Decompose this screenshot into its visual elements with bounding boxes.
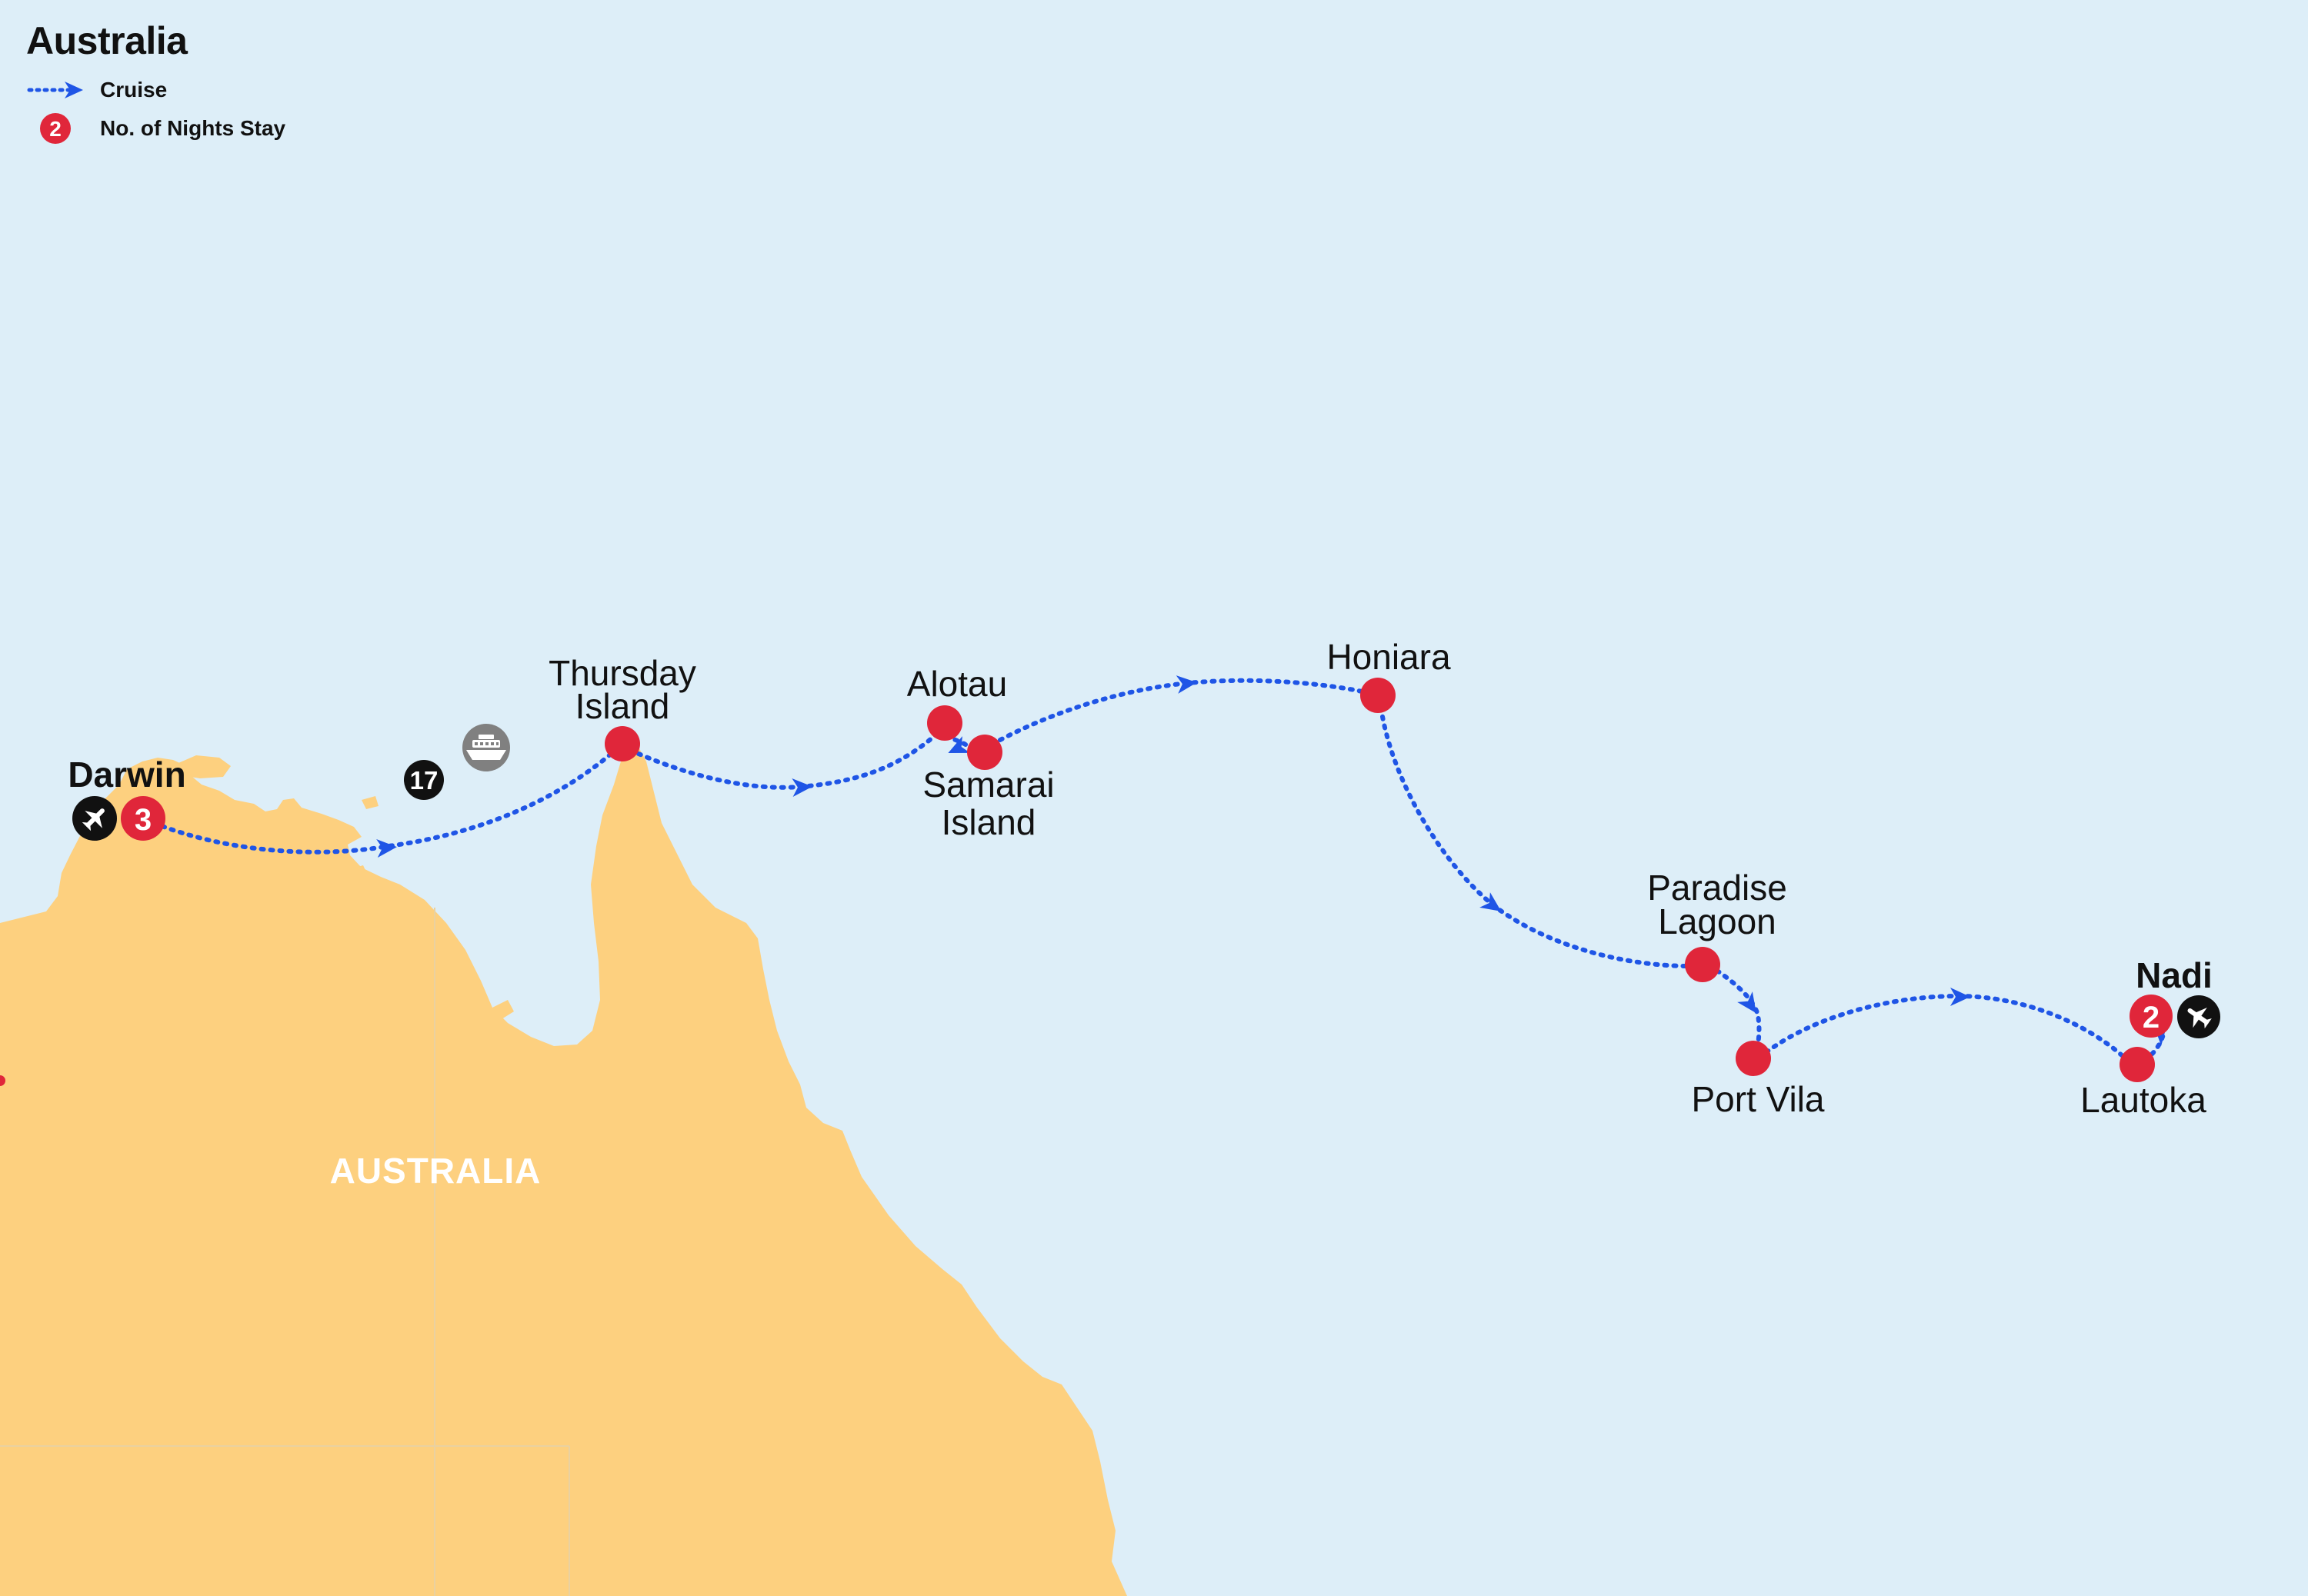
place-lautoka[interactable]: Lautoka	[2080, 1047, 2206, 1120]
arrow-6	[1737, 991, 1756, 1014]
place-darwin[interactable]: Darwin 3	[68, 755, 186, 841]
arrow-2	[792, 778, 812, 797]
stop-marker-paradise-lagoon	[1685, 947, 1720, 982]
arrow-4	[1176, 675, 1197, 694]
place-port-vila[interactable]: Port Vila	[1691, 1041, 1825, 1119]
ship-windows	[475, 742, 499, 745]
nights-count-nadi: 2	[2143, 1001, 2160, 1035]
land-melville-island	[173, 755, 231, 778]
nights-count-darwin: 3	[135, 803, 152, 837]
nights-badge-nadi	[2130, 995, 2173, 1038]
legend-item-nights: 2 No. of Nights Stay	[26, 109, 285, 148]
stop-marker-samarai-island	[967, 735, 1002, 770]
place-nadi[interactable]: Nadi 2	[2130, 955, 2220, 1038]
legend: Australia Cruise 2 No. of Nights Stay	[26, 18, 285, 148]
route-honiara-paradise	[1379, 705, 1687, 968]
place-label-lautoka: Lautoka	[2080, 1080, 2206, 1120]
place-label-samarai-island-line1: Samarai	[922, 765, 1054, 805]
cruise-nights-badge	[404, 760, 444, 800]
legend-label-nights: No. of Nights Stay	[100, 116, 286, 140]
state-borders	[0, 908, 570, 1596]
place-label-alotau: Alotau	[907, 664, 1007, 704]
place-label-paradise-lagoon-line2: Lagoon	[1658, 901, 1776, 941]
place-thursday-island[interactable]: Thursday Island	[549, 653, 696, 761]
place-label-honiara: Honiara	[1326, 637, 1451, 677]
land-australia	[0, 735, 1127, 1596]
place-samarai-island[interactable]: Samarai Island	[922, 735, 1055, 842]
nights-badge-darwin	[121, 796, 165, 841]
place-alotau[interactable]: Alotau	[907, 664, 1007, 741]
place-label-paradise-lagoon-line1: Paradise	[1647, 868, 1787, 908]
stop-marker-thursday-island	[605, 726, 640, 761]
legend-item-cruise: Cruise	[26, 71, 285, 109]
arrow-3	[948, 736, 971, 753]
legend-title: Australia	[26, 19, 188, 62]
place-label-port-vila: Port Vila	[1691, 1079, 1824, 1119]
arrow-7	[1950, 988, 1970, 1006]
place-label-nadi: Nadi	[2136, 955, 2213, 995]
plane-arrival-icon	[82, 808, 105, 831]
place-honiara[interactable]: Honiara	[1326, 637, 1451, 713]
cruise-badge[interactable]: 17	[404, 724, 510, 800]
place-paradise-lagoon[interactable]: Paradise Lagoon	[1647, 868, 1787, 982]
place-label-darwin: Darwin	[68, 755, 185, 795]
place-label-samarai-island-line2: Island	[942, 802, 1036, 842]
offmap-stop-marker	[0, 1075, 5, 1086]
place-label-thursday-island-line1: Thursday	[549, 653, 696, 693]
land-island-small-1	[350, 865, 368, 881]
legend-label-cruise: Cruise	[100, 78, 168, 102]
stops: Darwin 3 Thursday Island Alotau Samarai …	[68, 637, 2220, 1120]
cruise-route-icon	[27, 82, 83, 98]
land-island-small-2	[362, 796, 379, 809]
arrow-5	[1479, 892, 1502, 911]
legend-badge-number: 2	[49, 117, 62, 141]
stop-marker-honiara	[1360, 678, 1396, 713]
stop-marker-lautoka	[2120, 1047, 2155, 1082]
route-paradise-portvila	[1715, 968, 1762, 1055]
land-island-small-3	[492, 1000, 514, 1019]
region-label: AUSTRALIA	[330, 1151, 542, 1191]
cruise-nights-count: 17	[410, 766, 439, 795]
stop-marker-port-vila	[1736, 1041, 1771, 1076]
place-label-thursday-island-line2: Island	[575, 686, 670, 726]
arrow-1	[376, 839, 397, 858]
nights-badge-icon: 2	[40, 113, 71, 144]
stop-marker-alotau	[927, 705, 962, 741]
